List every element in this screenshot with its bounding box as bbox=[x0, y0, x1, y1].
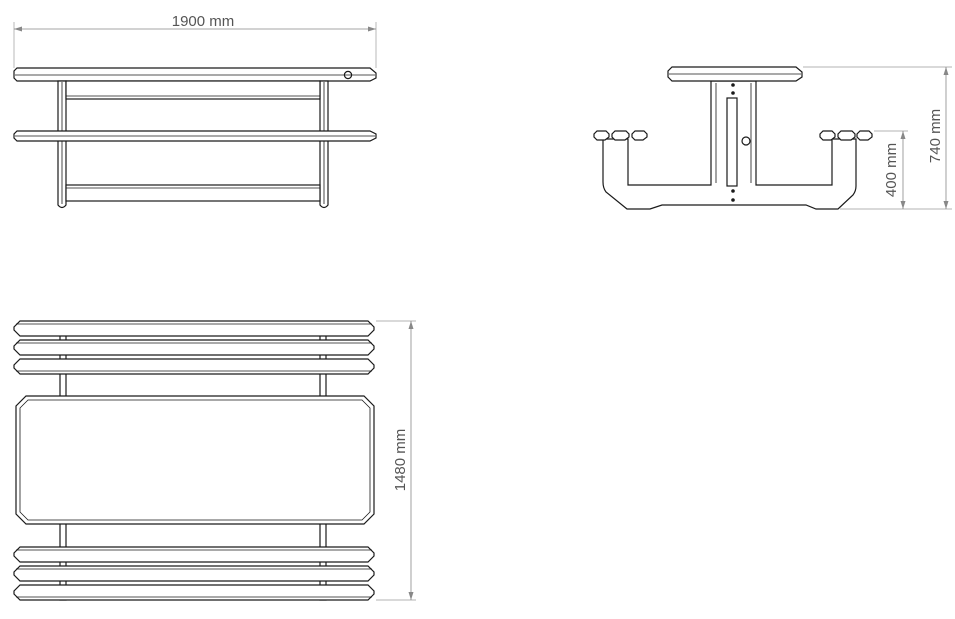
rivet-icon bbox=[731, 189, 735, 193]
length-dimension-label: 1900 mm bbox=[172, 13, 235, 30]
depth-dimension-label: 1480 mm bbox=[392, 429, 409, 492]
depth-dimension: 1480 mm bbox=[376, 320, 416, 601]
front-view: 1900 mm bbox=[13, 13, 377, 209]
top-view: 1480 mm bbox=[13, 320, 416, 601]
side-bench-right bbox=[819, 130, 873, 141]
length-dimension: 1900 mm bbox=[13, 13, 377, 68]
top-table-plate bbox=[15, 395, 375, 525]
front-crossbars bbox=[65, 80, 321, 202]
height-seat-dimension: 400 mm bbox=[883, 131, 906, 209]
rivet-icon bbox=[731, 83, 735, 87]
height-table-dimension: 740 mm bbox=[927, 67, 949, 209]
front-table-top bbox=[13, 67, 377, 82]
rivet-icon bbox=[731, 198, 735, 202]
bolt-hole-icon bbox=[741, 136, 751, 146]
front-bench-seat bbox=[13, 130, 377, 142]
top-bench-upper bbox=[13, 320, 375, 375]
side-bench-left bbox=[593, 130, 648, 141]
rivet-icon bbox=[731, 91, 735, 95]
center-post bbox=[726, 97, 738, 187]
bolt-hole-icon bbox=[343, 70, 353, 80]
side-view: 740 mm 400 mm bbox=[593, 66, 952, 210]
front-legs bbox=[57, 80, 329, 209]
top-bench-lower bbox=[13, 546, 375, 601]
height-seat-label: 400 mm bbox=[883, 143, 900, 197]
height-table-label: 740 mm bbox=[927, 109, 944, 163]
